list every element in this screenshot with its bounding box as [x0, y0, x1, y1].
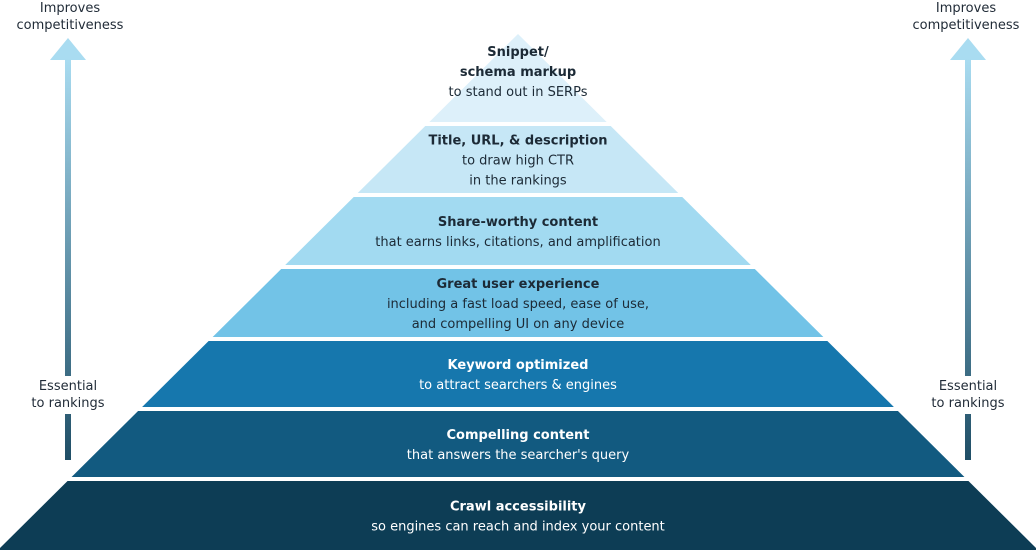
tier-title: Share-worthy content	[438, 215, 598, 230]
tier-title: Crawl accessibility	[450, 500, 587, 515]
tier-band	[142, 341, 894, 407]
tier-description: to stand out in SERPs	[449, 85, 588, 100]
tier-title-url: Title, URL, & description to draw high CT…	[357, 126, 679, 193]
left-bottom-label: Essential to rankings	[12, 376, 124, 414]
tier-title: Keyword optimized	[448, 358, 589, 373]
tier-description: so engines can reach and index your cont…	[371, 520, 665, 535]
tier-description: including a fast load speed, ease of use…	[387, 297, 649, 312]
tier-band	[212, 269, 824, 337]
tier-title: Title, URL, & description	[428, 134, 607, 149]
tier-snippet: Snippet/schema markup to stand out in SER…	[429, 34, 607, 122]
tier-title: Great user experience	[437, 277, 600, 292]
left-top-label: Improves competitiveness	[16, 1, 124, 33]
tier-band	[357, 126, 679, 193]
tier-description: to draw high CTR	[462, 154, 574, 169]
tier-title: Snippet/	[487, 45, 549, 60]
tier-crawl: Crawl accessibility so engines can reach …	[0, 481, 1036, 550]
tier-title: schema markup	[460, 65, 576, 80]
tier-description: in the rankings	[469, 174, 567, 189]
tier-band	[429, 34, 607, 122]
tier-description: that earns links, citations, and amplifi…	[375, 235, 660, 250]
tier-compelling-content: Compelling content that answers the searc…	[71, 411, 965, 477]
tier-share-worthy: Share-worthy content that earns links, ci…	[285, 197, 751, 265]
tier-user-experience: Great user experience including a fast lo…	[212, 269, 824, 337]
right-top-label: Improves competitiveness	[912, 1, 1020, 33]
left-up-arrow-icon	[50, 38, 86, 460]
right-bottom-label: Essential to rankings	[912, 376, 1024, 414]
tier-keyword: Keyword optimized to attract searchers & …	[142, 341, 894, 407]
tier-description: to attract searchers & engines	[419, 378, 617, 393]
tier-description: that answers the searcher's query	[407, 448, 630, 463]
tier-band	[285, 197, 751, 265]
right-up-arrow-icon	[950, 38, 986, 460]
tier-band	[71, 411, 965, 477]
tier-band	[0, 481, 1036, 550]
tier-title: Compelling content	[447, 428, 590, 443]
tier-description: and compelling UI on any device	[412, 317, 625, 332]
